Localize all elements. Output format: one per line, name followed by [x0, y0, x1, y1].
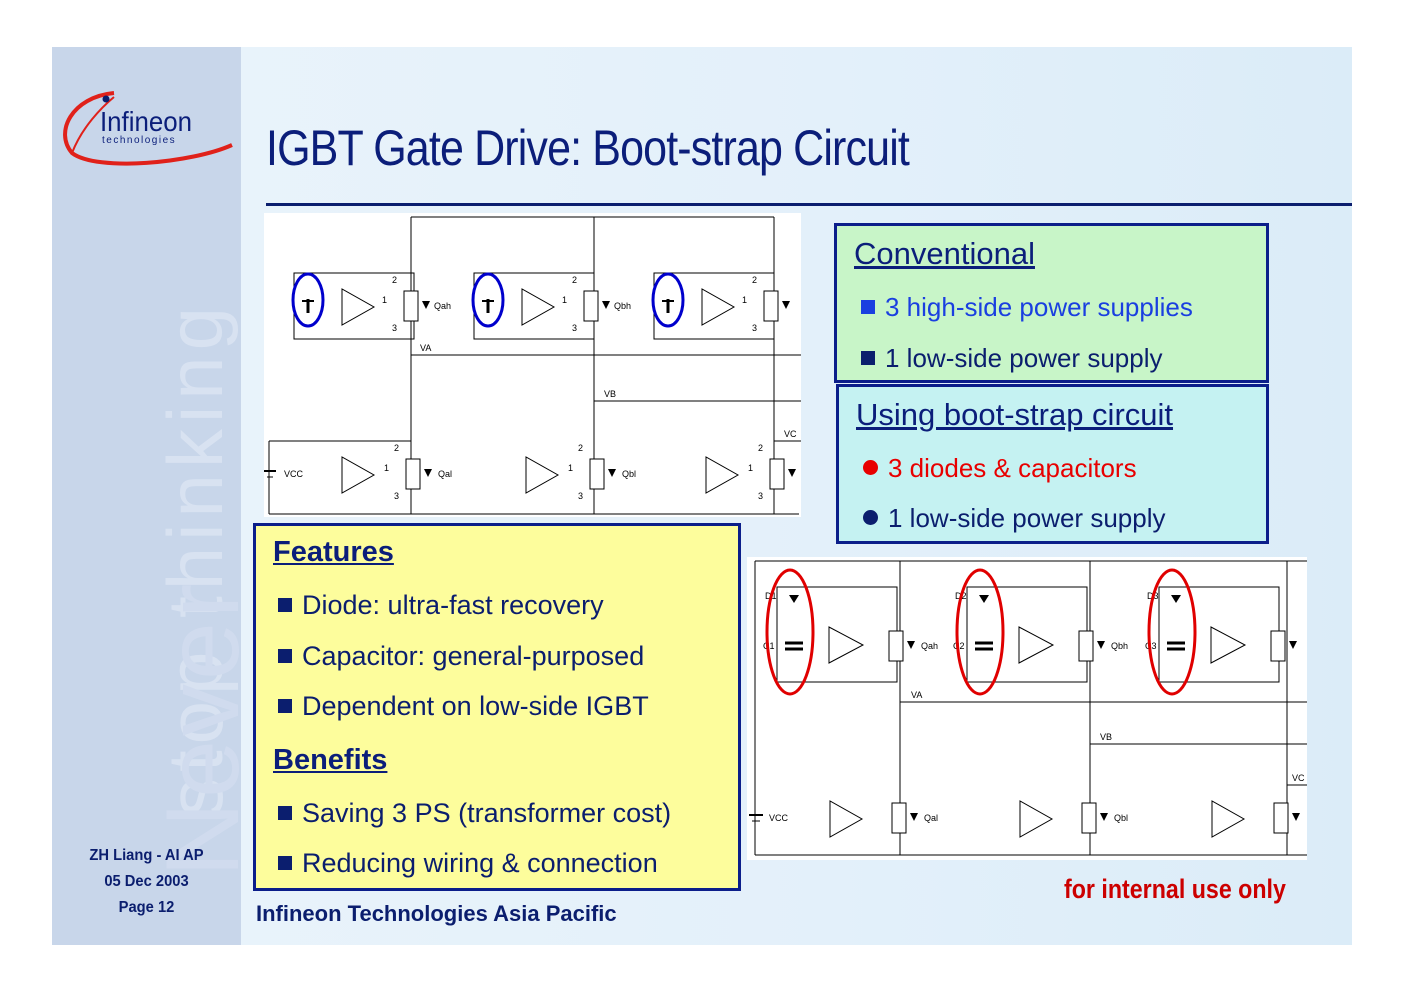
watermark-line2: Never: [145, 580, 241, 877]
bootstrap-panel: Using boot-strap circuit 3 diodes & capa…: [836, 384, 1269, 544]
vcc-label: VCC: [284, 469, 304, 479]
conventional-item-text: 1 low-side power supply: [885, 343, 1163, 373]
bootstrap-circuit-diagram: D1 C1 Qah D2 C2 Qbh: [747, 557, 1307, 860]
conventional-item: 1 low-side power supply: [861, 343, 1162, 374]
page-number: Page 12: [118, 899, 175, 916]
svg-text:3: 3: [758, 491, 763, 501]
features-item-text: Dependent on low-side IGBT: [302, 691, 649, 721]
benefits-item: Saving 3 PS (transformer cost): [278, 798, 671, 829]
round-bullet-icon: [863, 510, 878, 525]
svg-text:1: 1: [748, 463, 753, 473]
features-item: Dependent on low-side IGBT: [278, 691, 649, 722]
bootstrap-item-text: 1 low-side power supply: [888, 503, 1166, 533]
date-label: 05 Dec 2003: [104, 873, 189, 890]
watermark-line1: stop thinking: [151, 301, 239, 817]
title-divider: [266, 203, 1352, 206]
features-item: Diode: ultra-fast recovery: [278, 590, 604, 621]
node-label-vb: VB: [1100, 732, 1112, 742]
svg-text:1: 1: [562, 295, 567, 305]
switch-label-qah: Qah: [921, 641, 938, 651]
svg-text:3: 3: [392, 323, 397, 333]
logo-brand: Infineon: [100, 106, 192, 137]
conventional-low-side-stages: 213 Qal 213 Qbl 213: [341, 443, 796, 501]
bootstrap-item: 3 diodes & capacitors: [863, 453, 1137, 484]
svg-text:2: 2: [578, 443, 583, 453]
conventional-supply-highlights: [291, 272, 685, 328]
switch-label-qbh: Qbh: [614, 301, 631, 311]
bootstrap-high-side-stages: D1 C1 Qah D2 C2 Qbh: [763, 586, 1297, 683]
svg-text:2: 2: [392, 275, 397, 285]
switch-label-qal: Qal: [438, 469, 452, 479]
benefits-item: Reducing wiring & connection: [278, 848, 658, 879]
svg-text:2: 2: [572, 275, 577, 285]
switch-label-qbl: Qbl: [1114, 813, 1128, 823]
svg-text:1: 1: [742, 295, 747, 305]
features-benefits-panel: Features Diode: ultra-fast recovery Capa…: [253, 523, 741, 891]
square-bullet-icon: [861, 300, 875, 314]
node-label-va: VA: [420, 343, 431, 353]
benefits-heading: Benefits: [273, 744, 388, 776]
switch-label-qah: Qah: [434, 301, 451, 311]
bootstrap-item-text: 3 diodes & capacitors: [888, 453, 1137, 483]
bootstrap-heading: Using boot-strap circuit: [856, 397, 1174, 432]
svg-text:1: 1: [382, 295, 387, 305]
watermark: stop thinking Never: [145, 301, 241, 877]
switch-label-qal: Qal: [924, 813, 938, 823]
node-label-vb: VB: [604, 389, 616, 399]
square-bullet-icon: [278, 806, 292, 820]
square-bullet-icon: [278, 649, 292, 663]
svg-text:2: 2: [752, 275, 757, 285]
node-label-vc: VC: [1292, 773, 1305, 783]
node-label-vc: VC: [784, 429, 797, 439]
switch-label-qbh: Qbh: [1111, 641, 1128, 651]
slide: stop thinking Never Infineon technologie…: [52, 47, 1352, 945]
conventional-item: 3 high-side power supplies: [861, 292, 1193, 323]
conventional-item-text: 3 high-side power supplies: [885, 292, 1193, 322]
square-bullet-icon: [278, 699, 292, 713]
svg-text:3: 3: [578, 491, 583, 501]
switch-label-qbl: Qbl: [622, 469, 636, 479]
internal-use-notice: for internal use only: [1064, 874, 1286, 904]
features-item-text: Diode: ultra-fast recovery: [302, 590, 604, 620]
svg-text:1: 1: [568, 463, 573, 473]
sidebar: stop thinking Never Infineon technologie…: [52, 47, 241, 945]
features-item: Capacitor: general-purposed: [278, 641, 644, 672]
author-label: ZH Liang - AI AP: [89, 847, 204, 864]
square-bullet-icon: [278, 598, 292, 612]
svg-text:1: 1: [384, 463, 389, 473]
logo-sub: technologies: [102, 135, 176, 146]
conventional-heading: Conventional: [854, 236, 1035, 271]
node-label-va: VA: [911, 690, 922, 700]
svg-text:2: 2: [394, 443, 399, 453]
slide-footer-meta: ZH Liang - AI AP 05 Dec 2003 Page 12: [60, 843, 234, 921]
svg-text:2: 2: [758, 443, 763, 453]
bootstrap-low-side-stages: Qal Qbl: [829, 800, 1300, 838]
features-heading: Features: [273, 536, 394, 568]
company-footer: Infineon Technologies Asia Pacific: [256, 901, 617, 926]
bootstrap-item: 1 low-side power supply: [863, 503, 1165, 534]
benefits-item-text: Saving 3 PS (transformer cost): [302, 798, 672, 828]
benefits-item-text: Reducing wiring & connection: [302, 848, 658, 878]
features-item-text: Capacitor: general-purposed: [302, 641, 645, 671]
square-bullet-icon: [861, 351, 875, 365]
square-bullet-icon: [278, 856, 292, 870]
bootstrap-component-highlights: [765, 568, 1197, 696]
infineon-logo: Infineon technologies: [63, 91, 233, 166]
slide-title: IGBT Gate Drive: Boot-strap Circuit: [266, 120, 910, 176]
conventional-panel: Conventional 3 high-side power supplies …: [834, 223, 1269, 383]
conventional-circuit-diagram: 213 Qah 213 Qbh 213: [264, 213, 801, 517]
svg-text:3: 3: [752, 323, 757, 333]
round-bullet-icon: [863, 460, 878, 475]
vcc-label: VCC: [769, 813, 789, 823]
conventional-high-side-stages: 213 Qah 213 Qbh 213: [293, 272, 790, 340]
svg-text:3: 3: [572, 323, 577, 333]
svg-text:3: 3: [394, 491, 399, 501]
